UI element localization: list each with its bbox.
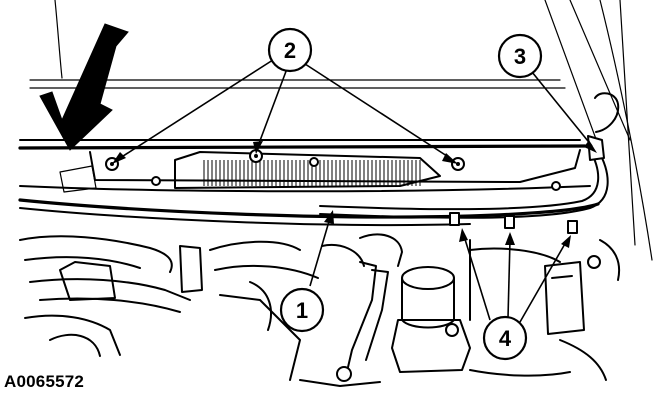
callout-1-label: 1 — [296, 298, 308, 323]
callout-3-label: 3 — [514, 44, 526, 69]
engine-components — [19, 233, 620, 387]
retainer-nut — [551, 181, 561, 191]
hood-outline — [29, 0, 653, 261]
retainer-nut — [151, 176, 161, 186]
grille-slots — [203, 160, 421, 186]
retainer-nut — [309, 157, 319, 167]
seal-retaining-clips — [449, 212, 578, 234]
figure-reference-code: A0065572 — [4, 372, 85, 391]
callout-leaders — [112, 57, 597, 323]
washer-hose — [319, 92, 620, 219]
callout-1: 1 — [279, 287, 325, 333]
cowl-vent-seal — [18, 198, 600, 227]
callout-2: 2 — [267, 27, 313, 73]
cowl-panel — [18, 139, 591, 193]
view-arrow — [39, 23, 129, 151]
seal-clip — [504, 215, 515, 229]
callout-4-label: 4 — [499, 326, 512, 351]
callout-4: 4 — [482, 315, 528, 361]
seal-clip — [449, 212, 460, 226]
callout-2-label: 2 — [284, 38, 296, 63]
cowl-grille — [174, 151, 441, 189]
callout-3: 3 — [497, 33, 543, 79]
seal-clip — [567, 220, 578, 234]
